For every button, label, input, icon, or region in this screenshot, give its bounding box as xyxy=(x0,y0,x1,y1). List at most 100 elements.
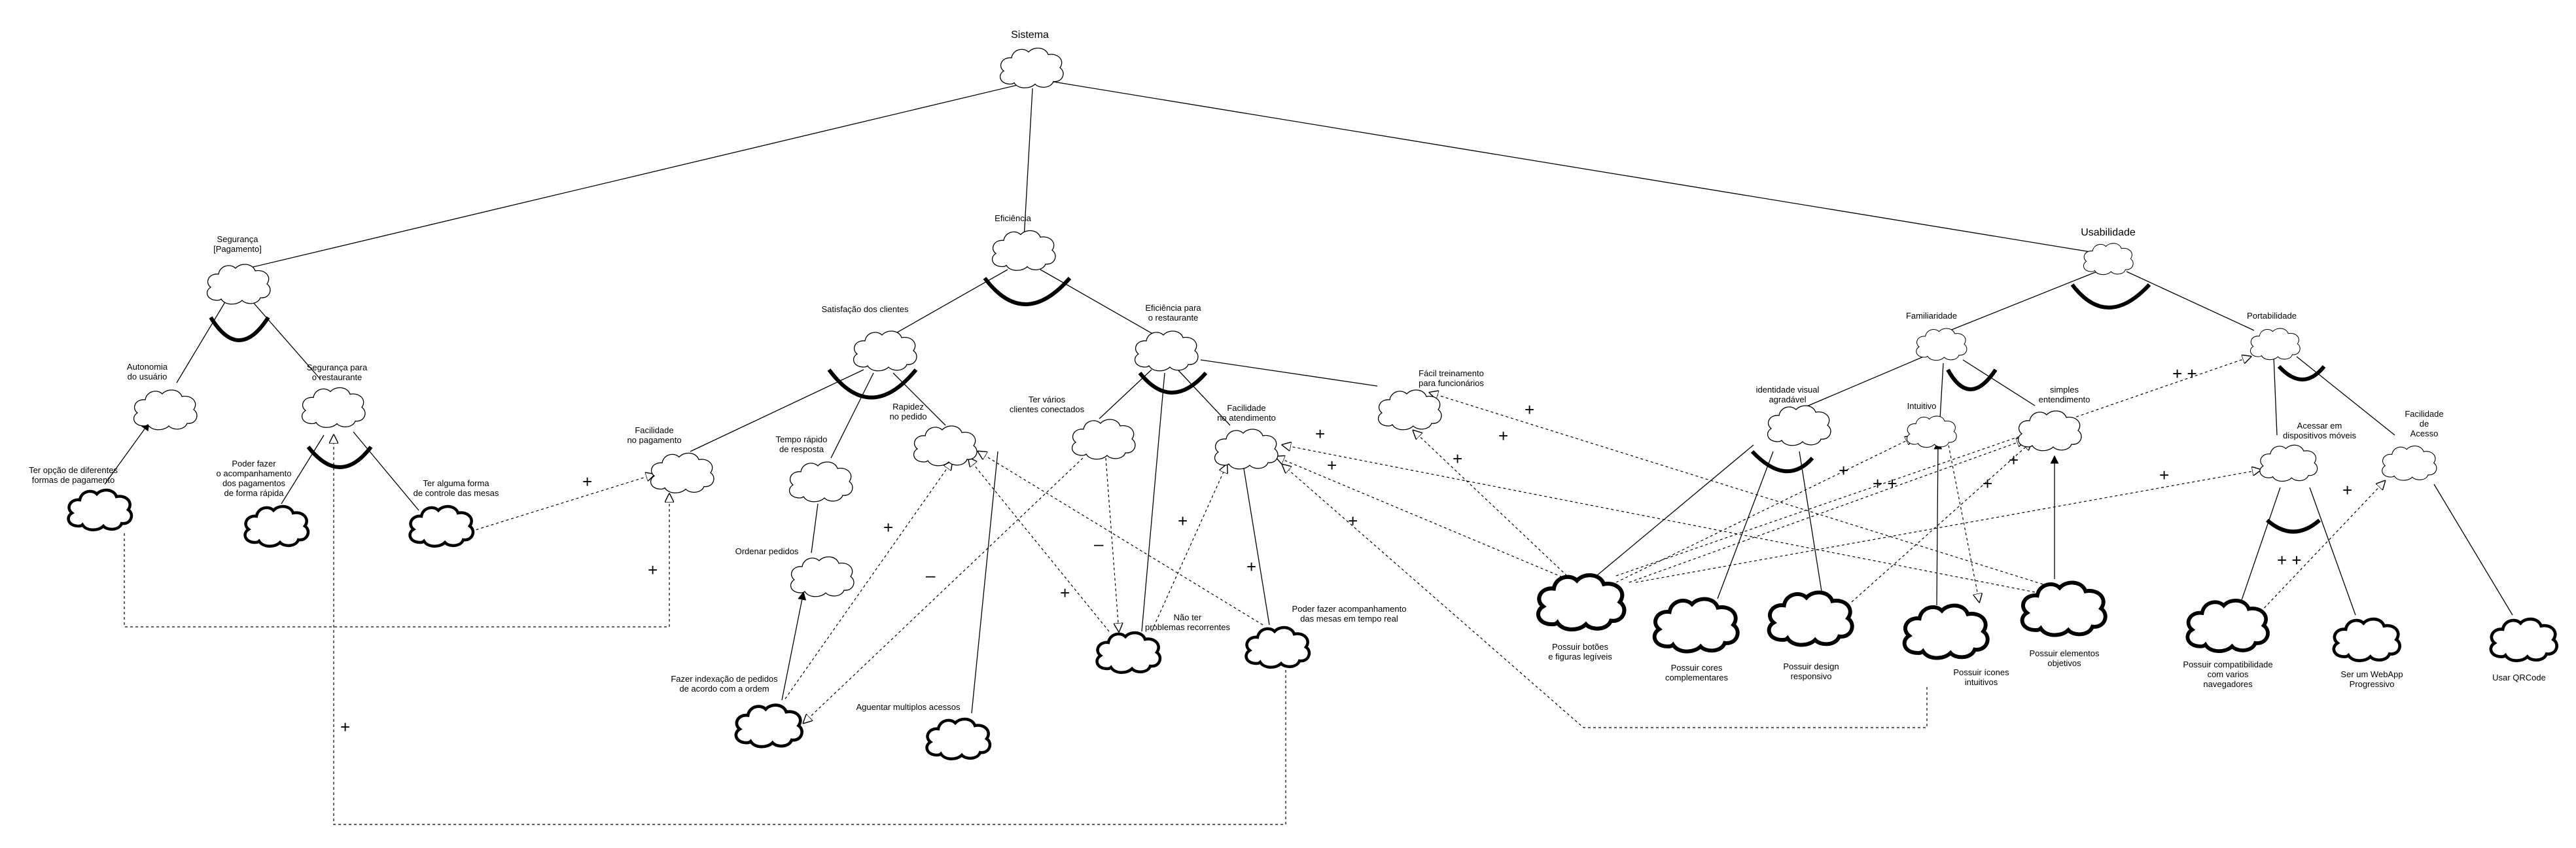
label-eficiencia: Eficiência xyxy=(995,213,1031,223)
task-indexacao-pedidos xyxy=(736,705,802,747)
contribution-plus: + xyxy=(2159,465,2169,485)
label-seguranca: Segurança[Pagamento] xyxy=(213,234,262,254)
goal-intuitivo xyxy=(1906,415,1957,448)
task-nodes xyxy=(69,490,2557,759)
task-icones-intuitivos xyxy=(1905,605,1988,658)
contribution-plus: + xyxy=(582,472,592,491)
task-webapp-progressivo xyxy=(2334,619,2400,661)
goal-satisfacao xyxy=(853,330,917,372)
contribution-plus-plus: + + xyxy=(2172,364,2197,383)
contribution-plus: + xyxy=(1327,455,1337,475)
task-design-responsivo xyxy=(1769,592,1852,645)
contribution-plus: + xyxy=(1178,511,1188,531)
contribution-plus: + xyxy=(1525,400,1534,419)
contribution-plus: + xyxy=(1983,474,1992,493)
goal-efic-restaurante xyxy=(1134,330,1199,372)
contribution-plus: + xyxy=(2342,480,2352,500)
goal-clientes-conectados xyxy=(1071,419,1136,460)
goal-simples-entendimento xyxy=(2017,410,2082,451)
goal-autonomia xyxy=(133,389,198,431)
task-acompanhamento-pagamentos xyxy=(245,506,308,546)
contribution-plus: + xyxy=(340,717,350,737)
contribution-minus: – xyxy=(1094,534,1104,554)
goal-eficiencia xyxy=(991,230,1056,271)
contribution-links xyxy=(124,357,2385,825)
task-opcoes-pagamento xyxy=(69,490,132,530)
label-satisfacao: Satisfação dos clientes xyxy=(822,304,909,314)
contribution-minus: – xyxy=(926,565,936,585)
task-multiplos-acessos xyxy=(927,719,990,759)
label-multiplos-acessos: Aguentar multiplos acessos xyxy=(856,702,961,712)
goal-portabilidade xyxy=(2250,328,2301,361)
label-portabilidade: Portabilidade xyxy=(2247,311,2297,321)
label-intuitivo: Intuitivo xyxy=(1907,401,1937,411)
goal-identidade-visual xyxy=(1767,405,1831,446)
means-end-edges xyxy=(104,421,2059,701)
contribution-plus: + xyxy=(1498,426,1508,446)
goal-familiaridade xyxy=(1916,328,1967,361)
goal-facil-treinamento xyxy=(1377,389,1442,431)
and-arcs xyxy=(209,277,2326,534)
contribution-plus-plus: + + xyxy=(1873,474,1897,493)
goal-dispositivos-moveis xyxy=(2259,444,2318,482)
goal-seguranca xyxy=(206,264,271,305)
label-ordenar-pedidos: Ordenar pedidos xyxy=(735,546,799,556)
goal-ordenar-pedidos xyxy=(790,556,855,597)
contribution-plus: + xyxy=(2009,450,2019,470)
contribution-plus: + xyxy=(1348,511,1358,531)
contribution-plus: + xyxy=(1839,461,1848,480)
label-sistema: Sistema xyxy=(1011,29,1049,41)
label-familiaridade: Familiaridade xyxy=(1906,311,1957,321)
goal-facil-pagamento xyxy=(650,452,715,493)
contribution-plus: + xyxy=(648,560,658,580)
goal-seg-restaurante xyxy=(301,387,366,428)
label-usar-qrcode: Usar QRCode xyxy=(2492,673,2546,682)
goal-rapidez-pedido xyxy=(913,425,978,467)
task-elementos-objetivos xyxy=(2022,582,2106,635)
goal-facil-atendimento xyxy=(1214,429,1279,470)
task-acompanhamento-mesas xyxy=(1246,627,1309,667)
contribution-labels: + + + + – – + + + + + + + + + + + + + + … xyxy=(340,364,2352,737)
contribution-plus: + xyxy=(1315,424,1325,444)
label-usabilidade: Usabilidade xyxy=(2081,227,2136,238)
task-compatibilidade-navegadores xyxy=(2187,601,2268,651)
goal-usabilidade xyxy=(2083,243,2134,275)
contribution-plus: + xyxy=(883,518,893,537)
task-problemas-recorrentes xyxy=(1097,633,1160,673)
goal-sistema xyxy=(999,47,1064,88)
goal-nodes xyxy=(133,47,2437,597)
task-cores-complementares xyxy=(1655,599,1738,651)
contribution-plus: + xyxy=(1060,583,1070,603)
task-botoes-legiveis xyxy=(1538,575,1624,629)
contribution-plus-plus: + + xyxy=(2277,550,2302,570)
contribution-plus: + xyxy=(1246,557,1256,576)
goal-tempo-resposta xyxy=(788,461,853,503)
node-labels: Sistema Segurança[Pagamento] Eficiência … xyxy=(29,29,2546,712)
